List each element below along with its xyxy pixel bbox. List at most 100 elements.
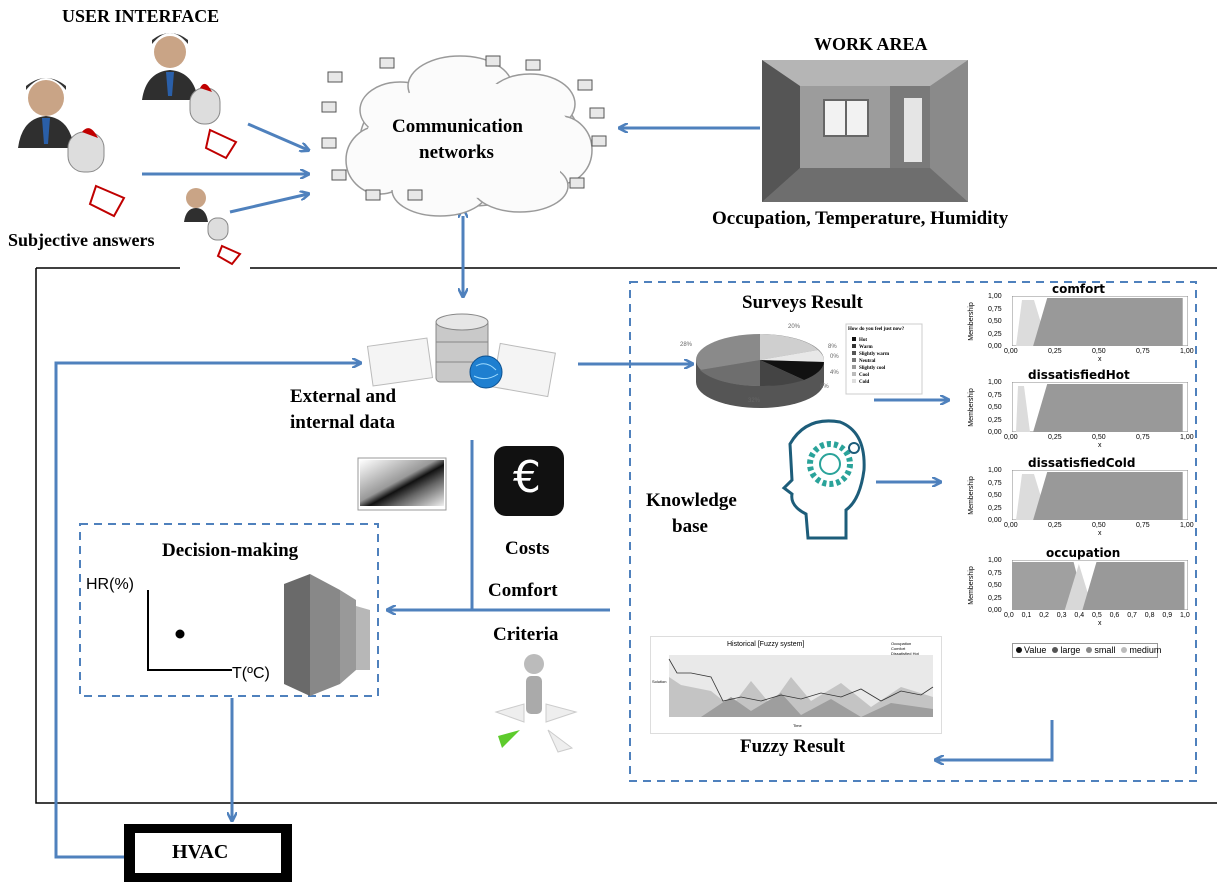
membership-y-tick: 0,25 [988,594,1002,602]
membership-chart-title: dissatisfiedHot [1028,368,1130,382]
pie-label-8b: 8% [820,384,829,390]
membership-legend-item: Value [1016,645,1046,655]
decision-x-axis-label: T(ºC) [232,665,270,682]
fuzzy-legend-item: Occupation [891,641,921,646]
membership-x-tick: 0,25 [1048,348,1062,355]
membership-y-tick: 0,50 [988,492,1002,499]
surveys-legend-item: Cool [852,372,889,379]
surveys-legend-box [845,323,923,395]
membership-y-tick: 0,75 [988,569,1002,577]
membership-x-label: x [1098,356,1102,363]
membership-x-tick: 0,1 [1021,612,1032,619]
criteria-person-icon [494,654,578,753]
pie-label-4: 4% [830,370,839,376]
membership-x-tick: 0,00 [1004,522,1018,529]
membership-set-area [1016,386,1030,432]
arrow-membership-fuzzy [936,720,1054,760]
membership-y-tick: 1,00 [988,379,1002,386]
system-boundary [35,267,1217,804]
membership-y-tick: 0,25 [988,504,1002,512]
membership-plot [1012,560,1188,610]
legend-text: Neutral [859,359,876,364]
membership-y-tick: 0,50 [988,318,1002,325]
membership-x-label: x [1098,620,1102,627]
surveys-legend-item: Neutral [852,358,889,365]
membership-y-tick: 0,75 [988,479,1002,487]
membership-x-label: x [1098,530,1102,537]
knowledge-label-2: base [672,516,708,537]
fuzzy-y-label: Solution [652,679,667,684]
membership-x-tick: 0,50 [1092,434,1106,441]
membership-x-tick: 1,00 [1180,522,1194,529]
costs-label: Costs [505,538,550,559]
membership-legend-item: large [1052,645,1080,655]
legend-text: Hot [859,338,868,343]
surveys-legend-item: Slightly cool [852,365,889,372]
membership-y-tick: 0,25 [988,416,1002,424]
legend-swatch [852,351,856,355]
decision-dashed-box [79,523,379,697]
legend-swatch [852,372,856,376]
membership-y-tick: 0,00 [988,607,1002,614]
membership-y-tick: 0,25 [988,330,1002,338]
work-area-title: WORK AREA [814,34,928,54]
membership-x-label: x [1098,442,1102,449]
fuzzy-x-label: Time [793,723,802,728]
membership-chart-title: comfort [1052,282,1105,296]
membership-y-tick: 0,75 [988,391,1002,399]
membership-x-tick: 1,00 [1180,434,1194,441]
database-icon [366,313,556,398]
membership-y-tick: 0,00 [988,517,1002,524]
legend-text: Warm [859,345,873,350]
fuzzy-legend-text: Dissatisfied Hot [891,651,919,656]
communication-networks-label-2: networks [419,142,494,163]
pie-label-20: 20% [788,324,801,330]
user-interface-title: USER INTERFACE [62,6,220,26]
surveys-legend-item: Cold [852,379,889,386]
analysis-dashed-box [629,281,1197,782]
legend-text: Slightly cool [859,366,886,371]
legend-swatch [852,358,856,362]
user-avatar-3 [184,188,242,266]
decision-screens-image [284,574,370,696]
membership-chart-title: occupation [1046,546,1121,560]
euro-icon-bg [494,446,564,516]
data-label-1: External and [290,386,397,407]
membership-legend-text: large [1060,645,1081,655]
legend-swatch [1016,647,1022,653]
membership-x-tick: 0,4 [1074,612,1085,619]
membership-set-area [1033,298,1183,346]
membership-x-tick: 0,9 [1162,612,1173,619]
arrow-user1-network [247,122,308,150]
membership-x-tick: 0,8 [1144,612,1155,619]
knowledge-label-1: Knowledge [646,490,737,511]
membership-y-tick: 1,00 [988,293,1002,300]
membership-x-tick: 0,6 [1109,612,1120,619]
user-avatar-1 [142,33,238,160]
subjective-answers-label: Subjective answers [8,230,155,250]
membership-x-tick: 0,5 [1092,612,1102,619]
membership-x-tick: 0,3 [1056,612,1067,619]
fuzzy-legend-item: Dissatisfied Hot [891,651,921,656]
surveys-legend-item: Hot [852,337,889,344]
legend-swatch [1086,647,1093,653]
fuzzy-area-2 [669,693,933,717]
membership-set-area [1033,384,1183,432]
membership-legend-item: small [1086,645,1115,655]
membership-y-label: Membership [967,476,975,515]
work-area-caption: Occupation, Temperature, Humidity [712,208,1009,229]
fuzzy-chart-title: Historical [Fuzzy system] [727,641,805,648]
communication-networks-label-1: Communication [392,116,523,137]
membership-x-tick: 0,00 [1004,434,1018,441]
membership-legend-text: Value [1024,645,1047,655]
legend-swatch [852,379,856,383]
surveys-legend-item: Slightly warm [852,351,889,358]
pie-label-28: 28% [680,342,693,348]
criteria-label: Criteria [493,624,559,645]
decision-point [175,629,185,639]
hvac-box-inner [133,831,283,875]
membership-y-tick: 1,00 [988,557,1002,564]
